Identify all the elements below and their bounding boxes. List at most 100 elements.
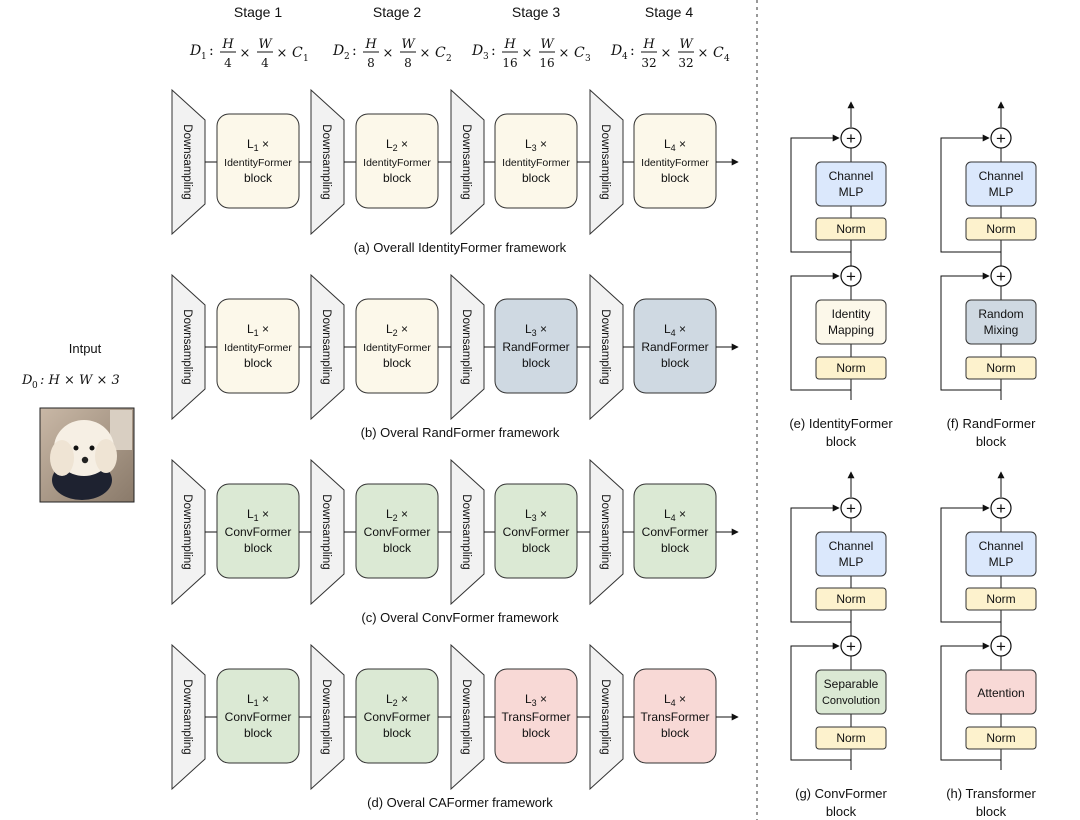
block-caption: (e) IdentityFormer (789, 416, 893, 431)
block-name: ConvFormer (503, 525, 570, 539)
input-image (39, 407, 135, 503)
layer-count-label: L4 × (664, 692, 686, 708)
downsampling-layer (310, 88, 345, 236)
block-caption: (h) Transformer (946, 786, 1036, 801)
downsampling-layer (450, 273, 485, 421)
block-word: block (522, 171, 551, 185)
dim-subscript: 3 (483, 52, 489, 62)
block-name: ConvFormer (642, 525, 709, 539)
dog-eye (89, 445, 95, 451)
block-word: block (522, 356, 551, 370)
layer-count-label: L4 × (664, 137, 686, 153)
downsampling-label: Downsampling (320, 494, 332, 569)
channel-mlp-label: MLP (989, 555, 1014, 569)
add-symbol: + (996, 499, 1006, 518)
channel-mlp-label: MLP (839, 555, 864, 569)
add-circle (990, 635, 1012, 657)
block-name: ConvFormer (225, 710, 292, 724)
input-label: Intput (69, 341, 102, 356)
norm-box (815, 587, 887, 611)
dim-symbol: D (471, 43, 483, 59)
channel-mlp-label: Channel (829, 539, 874, 553)
token-mixer-label: Mixing (984, 323, 1019, 337)
norm-label: Norm (836, 592, 865, 606)
stage-block (355, 298, 439, 394)
layer-count-label: L3 × (525, 507, 547, 523)
channel-mlp-label: MLP (989, 185, 1014, 199)
token-mixer-label: Convolution (822, 695, 880, 707)
stage-block (355, 668, 439, 764)
downsampling-label: Downsampling (460, 679, 472, 754)
stage-block (494, 113, 578, 209)
residual-connection (790, 642, 851, 761)
dog-ear (50, 440, 74, 476)
layer-count-label: L4 × (664, 322, 686, 338)
downsampling-label: Downsampling (599, 124, 611, 199)
layer-count-label: L2 × (386, 692, 408, 708)
framework-caption: (a) Overall IdentityFormer framework (354, 240, 567, 255)
stage-block (494, 298, 578, 394)
channel-mlp-box (965, 531, 1037, 577)
stage-block (216, 113, 300, 209)
add-circle (840, 635, 862, 657)
block-word: block (244, 541, 273, 555)
block-word: block (661, 171, 690, 185)
downsampling-layer (310, 458, 345, 606)
block-caption: block (976, 804, 1007, 819)
block-word: block (244, 726, 273, 740)
input-dim-symbol: D (21, 373, 33, 388)
norm-box (815, 726, 887, 750)
token-mixer-label: Separable (824, 677, 879, 691)
block-caption: block (826, 434, 857, 449)
frac-denominator: 32 (641, 56, 656, 70)
channel-mlp-label: Channel (979, 169, 1024, 183)
residual-connection (790, 504, 851, 623)
dim-subscript: 2 (344, 52, 350, 62)
block-word: block (244, 356, 273, 370)
block-caption: (f) RandFormer (947, 416, 1037, 431)
input-dim-expression: : H × W × 3 (40, 373, 120, 388)
block-caption: (g) ConvFormer (795, 786, 887, 801)
times-sign: × (277, 46, 288, 61)
layer-count-label: L1 × (247, 507, 269, 523)
layer-count-label: L1 × (247, 137, 269, 153)
block-word: block (383, 726, 412, 740)
downsampling-label: Downsampling (320, 124, 332, 199)
input-dim-subscript: 0 (32, 381, 38, 391)
add-circle (990, 265, 1012, 287)
channel-mlp-box (815, 531, 887, 577)
channel-subscript: 2 (446, 54, 452, 64)
downsampling-label: Downsampling (460, 124, 472, 199)
times-sign: × (661, 46, 672, 61)
norm-label: Norm (986, 361, 1015, 375)
block-name: IdentityFormer (224, 342, 292, 354)
residual-connection (940, 642, 1001, 761)
stage-title: Stage 2 (373, 4, 421, 20)
layer-count-label: L1 × (247, 322, 269, 338)
norm-box (965, 726, 1037, 750)
stage-title: Stage 1 (234, 4, 282, 20)
block-name: IdentityFormer (363, 157, 431, 169)
dim-subscript: 4 (622, 52, 628, 62)
norm-label: Norm (836, 222, 865, 236)
norm-box (815, 356, 887, 380)
downsampling-layer (310, 643, 345, 791)
downsampling-label: Downsampling (181, 124, 193, 199)
frac-denominator: 32 (678, 56, 693, 70)
times-sign: × (698, 46, 709, 61)
layer-count-label: L2 × (386, 137, 408, 153)
dog-eye (73, 445, 79, 451)
channel-subscript: 1 (303, 54, 309, 64)
stage-block (633, 298, 717, 394)
token-mixer-box (815, 299, 887, 345)
downsampling-layer (171, 273, 206, 421)
framework-caption: (b) Overal RandFormer framework (361, 425, 560, 440)
channel-subscript: 4 (724, 54, 730, 64)
downsampling-layer (589, 88, 624, 236)
layer-count-label: L3 × (525, 322, 547, 338)
frac-denominator: 8 (404, 56, 412, 70)
block-word: block (383, 171, 412, 185)
